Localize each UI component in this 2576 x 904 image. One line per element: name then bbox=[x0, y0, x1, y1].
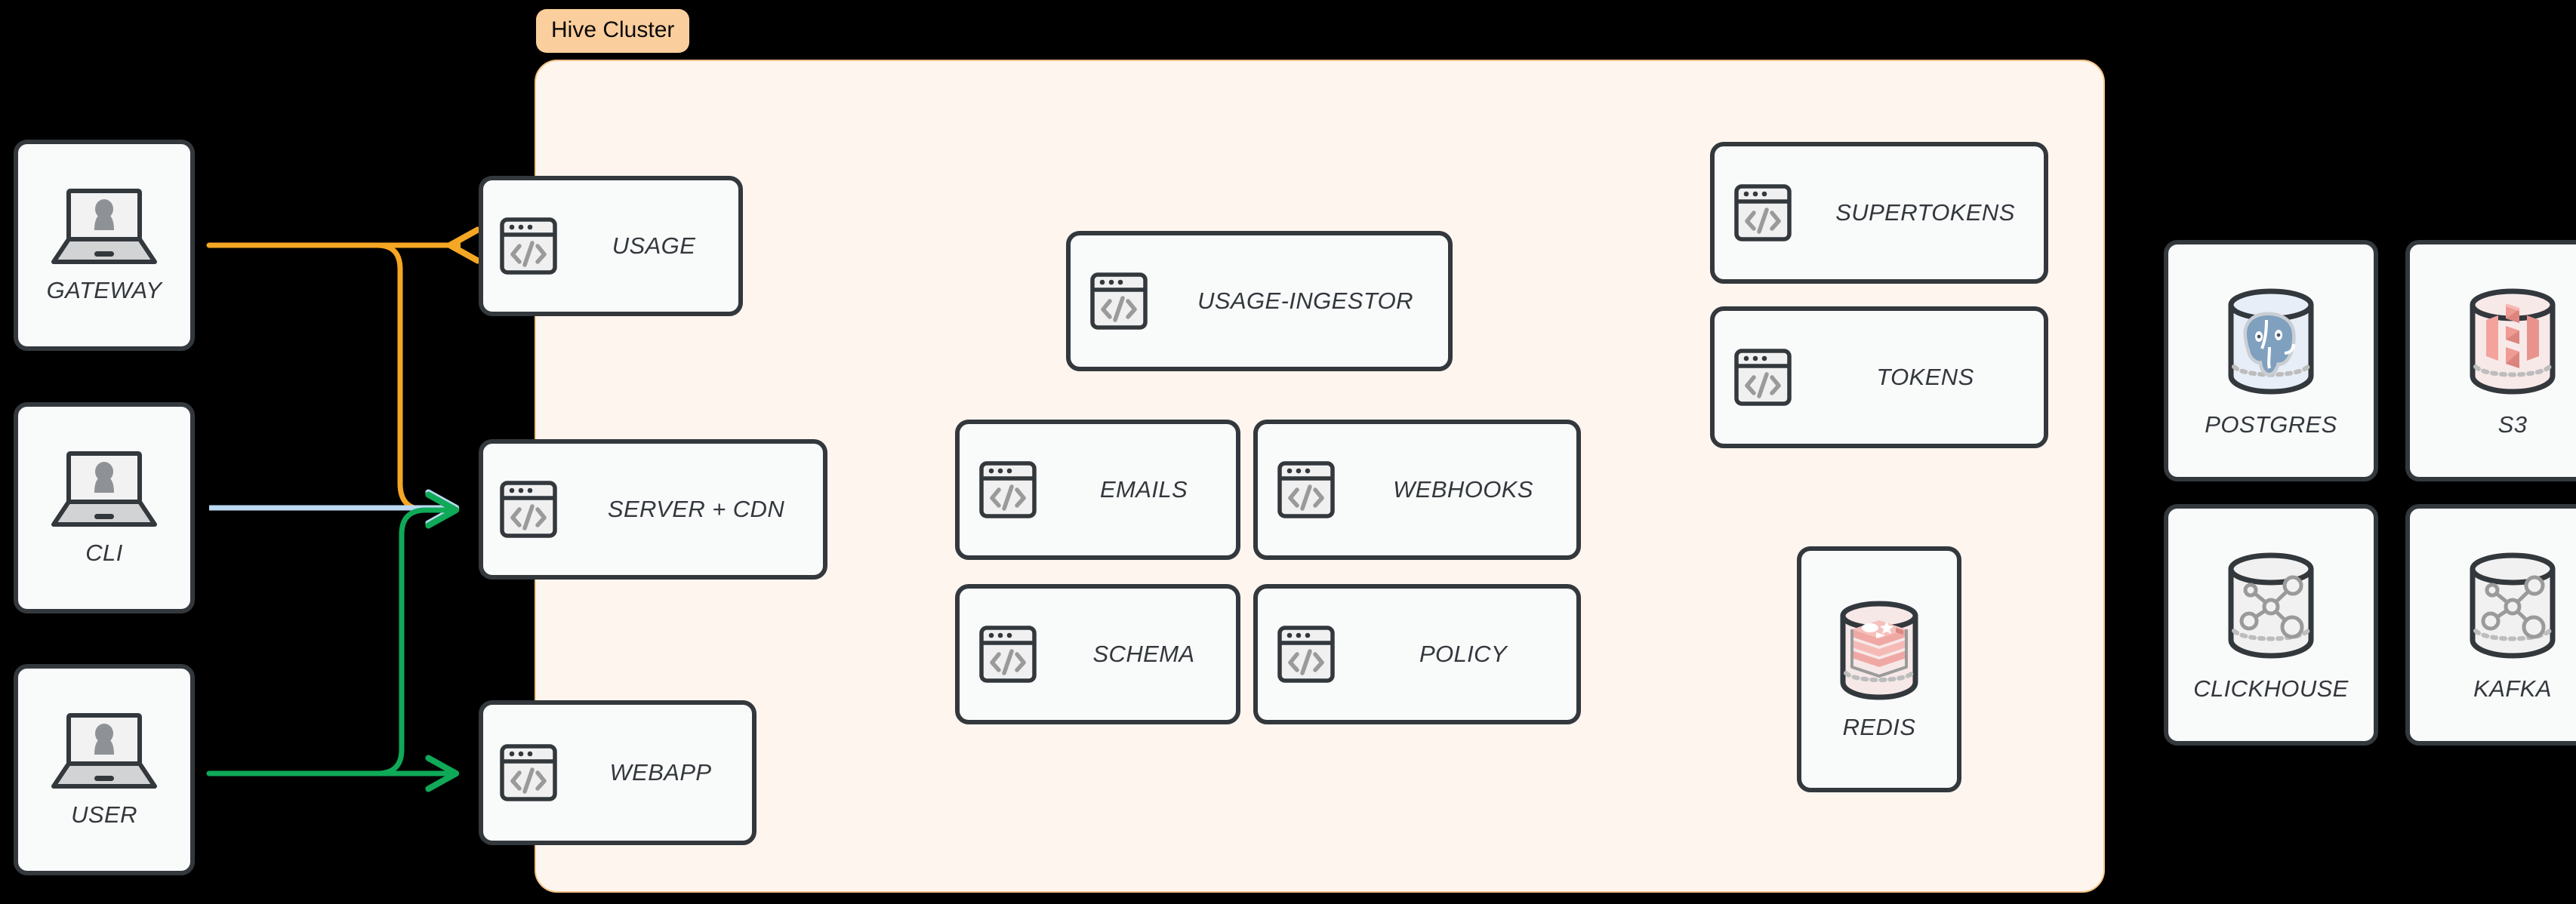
node-s3-label: S3 bbox=[2497, 410, 2528, 438]
node-postgres-label-wrap: POSTGRES bbox=[2205, 411, 2337, 438]
node-gateway[interactable]: GATEWAY bbox=[14, 140, 195, 351]
node-kafka-label: KAFKA bbox=[2473, 675, 2552, 702]
node-s3-label-wrap: S3 bbox=[2498, 411, 2528, 438]
laptop-user-icon bbox=[48, 449, 161, 529]
node-policy-label: POLICY bbox=[1419, 641, 1508, 667]
node-tokens-label: TOKENS bbox=[1876, 364, 1974, 390]
hive-cluster-badge: Hive Cluster bbox=[536, 9, 690, 53]
node-user-label-wrap: USER bbox=[71, 801, 137, 829]
node-emails-label-wrap: EMAILS bbox=[1056, 476, 1236, 503]
node-usage[interactable]: USAGE bbox=[479, 176, 743, 316]
postgres-database-icon bbox=[2214, 284, 2328, 401]
node-clickhouse-label: CLICKHOUSE bbox=[2193, 675, 2349, 702]
node-redis[interactable]: REDIS bbox=[1797, 546, 1961, 792]
node-server-cdn[interactable]: SERVER + CDN bbox=[479, 439, 827, 580]
node-supertokens-label: SUPERTOKENS bbox=[1835, 199, 2015, 226]
laptop-user-icon bbox=[48, 186, 161, 266]
code-window-icon bbox=[483, 480, 574, 539]
code-window-icon bbox=[483, 743, 574, 802]
node-webapp-label-wrap: WEBAPP bbox=[574, 759, 752, 786]
redis-database-icon bbox=[1829, 598, 1929, 703]
node-server-cdn-label: SERVER + CDN bbox=[607, 496, 785, 522]
node-cli-label: CLI bbox=[85, 540, 123, 566]
node-supertokens[interactable]: SUPERTOKENS bbox=[1710, 142, 2048, 284]
laptop-user-icon bbox=[48, 711, 161, 791]
node-emails[interactable]: EMAILS bbox=[955, 420, 1240, 560]
node-redis-label: REDIS bbox=[1842, 714, 1916, 740]
code-window-icon bbox=[483, 217, 574, 275]
node-user-label: USER bbox=[71, 801, 137, 828]
code-window-icon bbox=[960, 625, 1056, 684]
node-postgres-label: POSTGRES bbox=[2205, 410, 2337, 438]
node-emails-label: EMAILS bbox=[1099, 476, 1188, 503]
node-postgres[interactable]: POSTGRES bbox=[2164, 240, 2378, 481]
node-supertokens-label-wrap: SUPERTOKENS bbox=[1811, 199, 2044, 226]
node-gateway-label: GATEWAY bbox=[46, 277, 162, 303]
node-kafka-label-wrap: KAFKA bbox=[2473, 675, 2552, 703]
node-tokens[interactable]: TOKENS bbox=[1710, 306, 2048, 448]
node-cli-label-wrap: CLI bbox=[85, 540, 122, 567]
node-schema-label: SCHEMA bbox=[1092, 641, 1195, 667]
node-usage-ingestor-label-wrap: USAGE-INGESTOR bbox=[1167, 287, 1448, 315]
code-window-icon bbox=[1258, 625, 1354, 684]
node-schema-label-wrap: SCHEMA bbox=[1056, 641, 1236, 668]
code-window-icon bbox=[960, 460, 1056, 519]
node-usage-label-wrap: USAGE bbox=[574, 232, 738, 260]
clickhouse-database-icon bbox=[2214, 548, 2328, 665]
node-server-cdn-label-wrap: SERVER + CDN bbox=[574, 496, 823, 523]
node-webapp[interactable]: WEBAPP bbox=[479, 700, 756, 845]
node-s3[interactable]: S3 bbox=[2405, 240, 2576, 481]
node-kafka[interactable]: KAFKA bbox=[2405, 504, 2576, 746]
s3-database-icon bbox=[2456, 284, 2569, 401]
code-window-icon bbox=[1258, 460, 1354, 519]
node-schema[interactable]: SCHEMA bbox=[955, 584, 1240, 724]
node-webapp-label: WEBAPP bbox=[609, 759, 712, 786]
node-policy[interactable]: POLICY bbox=[1253, 584, 1581, 724]
node-webhooks-label-wrap: WEBHOOKS bbox=[1354, 476, 1576, 503]
node-clickhouse[interactable]: CLICKHOUSE bbox=[2164, 504, 2378, 746]
edge-user bbox=[206, 491, 460, 792]
node-gateway-label-wrap: GATEWAY bbox=[47, 277, 162, 304]
node-clickhouse-label-wrap: CLICKHOUSE bbox=[2193, 675, 2349, 703]
node-usage-label: USAGE bbox=[612, 232, 696, 259]
code-window-icon bbox=[1715, 348, 1811, 407]
edge-gateway bbox=[206, 226, 481, 528]
code-window-icon bbox=[1071, 272, 1167, 331]
node-usage-ingestor-label: USAGE-INGESTOR bbox=[1197, 287, 1413, 314]
node-webhooks-label: WEBHOOKS bbox=[1393, 476, 1533, 503]
node-redis-label-wrap: REDIS bbox=[1843, 714, 1916, 741]
code-window-icon bbox=[1715, 183, 1811, 242]
node-cli[interactable]: CLI bbox=[14, 402, 195, 613]
node-tokens-label-wrap: TOKENS bbox=[1811, 364, 2044, 391]
kafka-database-icon bbox=[2456, 548, 2569, 665]
node-user[interactable]: USER bbox=[14, 664, 195, 875]
node-usage-ingestor[interactable]: USAGE-INGESTOR bbox=[1066, 231, 1453, 371]
node-policy-label-wrap: POLICY bbox=[1354, 641, 1576, 668]
node-webhooks[interactable]: WEBHOOKS bbox=[1253, 420, 1581, 560]
